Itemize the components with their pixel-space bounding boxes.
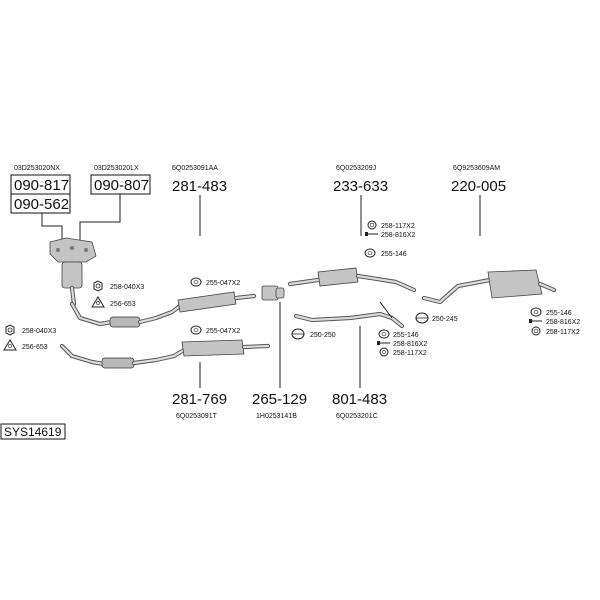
front-pipe-lower[interactable] (59, 343, 187, 369)
bolt-icon-lower[interactable] (377, 341, 390, 345)
hanger-icon-mid[interactable] (364, 248, 376, 258)
catalytic-converter-drawing[interactable] (49, 237, 97, 307)
acc-hanger-2: 255-047X2 (206, 328, 240, 335)
part-box-cat1[interactable]: 090-817 (10, 174, 71, 195)
part-number-rear-muffler[interactable]: 220-005 (451, 178, 506, 195)
acc-nut-cat: 258-040X3 (110, 284, 144, 291)
acc-rear-hanger: 255-146 (546, 310, 572, 317)
front-muffler-281-483[interactable] (177, 291, 257, 313)
part-box-cat2[interactable]: 090-807 (90, 174, 151, 195)
system-code: SYS14619 (4, 425, 62, 439)
hanger-icon-rear[interactable] (530, 307, 542, 317)
hanger-icon-2[interactable] (190, 325, 202, 335)
acc-conn-ring: 250-250 (310, 332, 336, 339)
acc-mid-hanger: 255-146 (381, 251, 407, 258)
ring-icon-conn[interactable] (291, 328, 305, 340)
acc-lower-bolt: 258-816X2 (393, 341, 427, 348)
hanger-icon-lower[interactable] (378, 329, 390, 339)
acc-hanger-1: 255-047X2 (206, 280, 240, 287)
acc-gasket-cat: 256-653 (110, 301, 136, 308)
acc-rear-bolt: 258-816X2 (546, 319, 580, 326)
acc-lower-hanger: 255-146 (393, 332, 419, 339)
clamp-icon-lower[interactable] (379, 347, 389, 357)
mid-muffler-233-633[interactable] (287, 267, 417, 293)
acc-rear-clamp-ring: 250-245 (432, 316, 458, 323)
mid-pipe-801-483[interactable] (293, 301, 405, 329)
oe-mid-pipe: 6Q0253201C (336, 413, 378, 420)
oe-rear-muffler: 6Q9253609AM (453, 165, 500, 172)
system-code-box: SYS14619 (0, 423, 66, 440)
leader-lines-bottom (199, 302, 361, 388)
leader-lines-top (41, 194, 481, 240)
ring-icon-rear[interactable] (415, 312, 429, 324)
acc-gasket-front: 256-653 (22, 344, 48, 351)
acc-mid-clamp: 258-117X2 (381, 223, 415, 230)
oe-mid-muffler: 6Q0253209J (336, 165, 376, 172)
part-number-front-muffler[interactable]: 281-483 (172, 178, 227, 195)
part-number-mid-muffler[interactable]: 233-633 (333, 178, 388, 195)
rear-muffler-220-005[interactable] (421, 269, 557, 305)
part-number-connector[interactable]: 265-129 (252, 391, 307, 408)
part-number-cat3: 090-562 (14, 196, 69, 213)
nut-icon[interactable] (93, 280, 103, 292)
part-number-mid-pipe[interactable]: 801-483 (332, 391, 387, 408)
acc-mid-bolt: 258-816X2 (381, 232, 415, 239)
oe-cat1: 03D253020NX (14, 165, 60, 172)
oe-front-muffler: 6Q0253091AA (172, 165, 218, 172)
oe-cat2: 03D253020LX (94, 165, 139, 172)
nut-icon-front[interactable] (5, 324, 15, 336)
clamp-icon-mid[interactable] (367, 220, 377, 230)
connector-265-129[interactable] (261, 285, 285, 301)
oe-front-muffler-2: 6Q0253091T (176, 413, 218, 420)
hanger-icon-1[interactable] (190, 277, 202, 287)
acc-lower-clamp: 258-117X2 (393, 350, 427, 357)
part-box-cat3[interactable]: 090-562 (10, 193, 71, 214)
clamp-icon-rear[interactable] (531, 326, 541, 336)
part-number-cat2: 090-807 (94, 177, 149, 194)
bolt-icon-mid[interactable] (365, 232, 378, 236)
part-number-cat1: 090-817 (14, 177, 69, 194)
oe-connector: 1H0253141B (256, 413, 297, 420)
gasket-icon-front[interactable] (3, 339, 17, 351)
bolt-icon-rear[interactable] (529, 319, 542, 323)
acc-rear-clamp: 258-117X2 (546, 329, 580, 336)
part-number-front-muffler-2[interactable]: 281-769 (172, 391, 227, 408)
gasket-icon[interactable] (91, 296, 105, 308)
front-pipe-upper[interactable] (69, 301, 183, 328)
front-muffler-281-769[interactable] (181, 339, 271, 357)
acc-nut-front: 258-040X3 (22, 328, 56, 335)
